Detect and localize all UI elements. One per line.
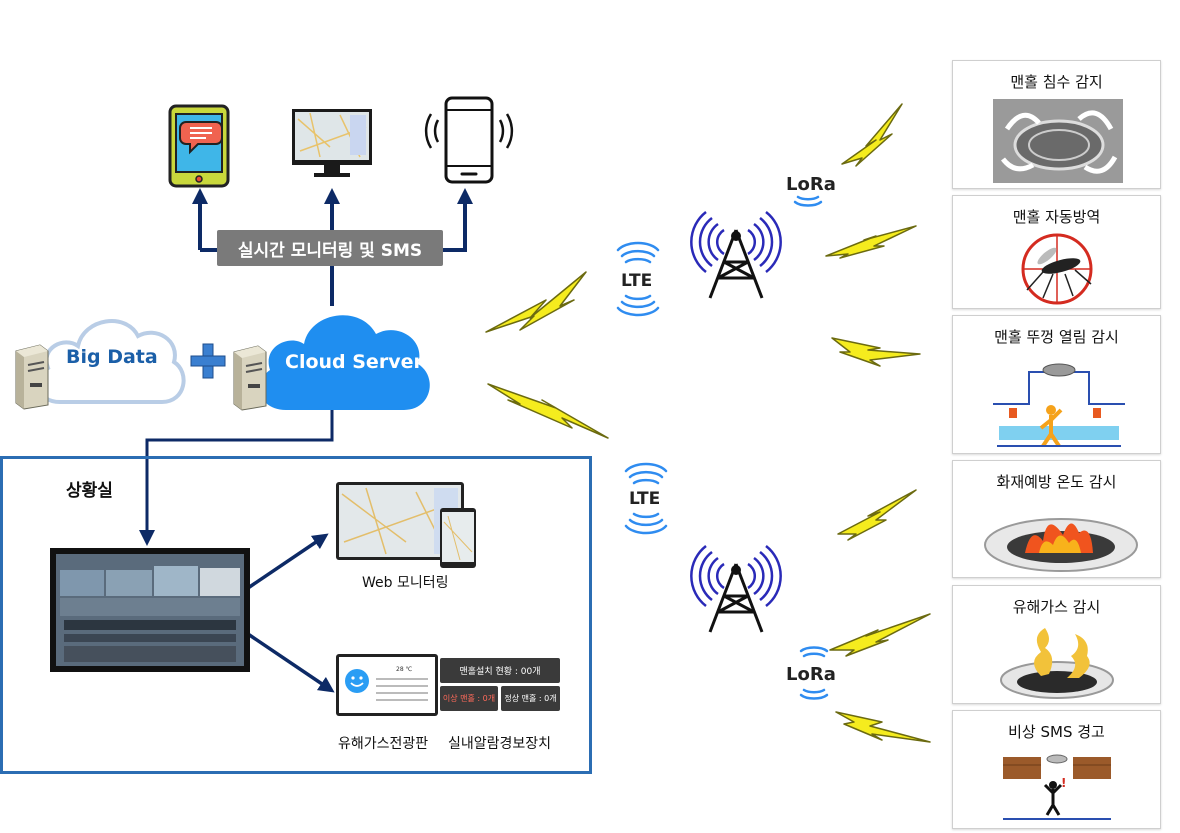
gas-board-label: 유해가스전광판	[338, 736, 429, 752]
lightning-sensor-2	[825, 225, 917, 259]
lora-upper-label: LoRa	[786, 174, 836, 195]
svg-text:!: !	[1061, 776, 1066, 790]
sensor-card-fire: 화재예방 온도 감시	[952, 460, 1161, 578]
tablet-icon	[168, 104, 230, 188]
web-monitoring-devices	[336, 482, 476, 568]
arrow-to-board	[247, 632, 335, 693]
sensor-title-flood: 맨홀 침수 감지	[1010, 73, 1103, 91]
lightning-sensor-1	[841, 103, 903, 167]
sensor-title-disinfection: 맨홀 자동방역	[1012, 208, 1101, 226]
lightning-sensor-6	[835, 711, 931, 743]
arrow-to-tablet	[200, 196, 217, 252]
fire-manhole-icon	[984, 518, 1138, 572]
cloud-server-cloud	[259, 315, 430, 410]
plus-icon	[190, 343, 226, 379]
monitor-icon	[292, 109, 372, 177]
emergency-person-icon: !	[1003, 754, 1111, 820]
sensor-title-lid-open: 맨홀 뚜껑 열림 감시	[994, 328, 1119, 346]
sensor-card-lid-open: 맨홀 뚜껑 열림 감시	[952, 315, 1161, 454]
sensor-card-emergency-sms: 비상 SMS 경고 !	[952, 710, 1161, 829]
tower-lower-icon	[690, 545, 782, 633]
alarm-abnormal: 이상 맨홀 : 0개	[440, 686, 498, 711]
alarm-normal: 정상 맨홀 : 0개	[501, 686, 560, 711]
alarm-install-status: 맨홀설치 현황 : 00개	[440, 658, 560, 683]
web-monitoring-label: Web 모니터링	[362, 575, 449, 591]
arrow-to-web	[247, 533, 329, 590]
mosquito-prohibit-icon	[1021, 233, 1093, 305]
lightning-cloud-lte-upper	[485, 271, 587, 333]
arrow-to-room	[139, 410, 334, 546]
flood-manhole-icon	[993, 99, 1123, 183]
big-data-server-icon	[15, 344, 49, 410]
gas-board-temperature: 28 ℃	[396, 666, 413, 673]
situation-room-panel	[0, 456, 592, 774]
tower-upper-icon	[690, 211, 782, 299]
situation-room-title: 상황실	[66, 481, 113, 501]
arrow-to-phone	[443, 188, 473, 252]
big-data-label: Big Data	[66, 346, 158, 368]
lid-open-icon	[993, 363, 1125, 448]
lte-lower-label: LTE	[629, 489, 661, 509]
sensor-title-gas: 유해가스 감시	[1012, 598, 1101, 616]
lightning-cloud-lte-lower	[487, 383, 609, 439]
gas-manhole-icon	[1000, 628, 1114, 699]
sensor-card-flood: 맨홀 침수 감지	[952, 60, 1161, 189]
sensor-card-disinfection: 맨홀 자동방역	[952, 195, 1161, 309]
sensor-title-fire: 화재예방 온도 감시	[996, 473, 1117, 491]
indoor-alarm-label: 실내알람경보장치	[448, 736, 552, 752]
realtime-monitoring-sms-label: 실시간 모니터링 및 SMS	[217, 230, 443, 266]
lte-upper-label: LTE	[621, 271, 653, 291]
sensor-card-gas: 유해가스 감시	[952, 585, 1161, 704]
lora-lower-label: LoRa	[786, 664, 836, 685]
control-room-video-wall	[50, 548, 250, 672]
smiley-icon	[345, 669, 369, 693]
cloud-server-label: Cloud Server	[285, 351, 423, 373]
lightning-sensor-4	[837, 489, 917, 541]
lightning-sensor-5	[829, 613, 931, 657]
gas-board-screen: 28 ℃	[336, 654, 438, 716]
smartphone-icon	[424, 96, 514, 184]
lightning-sensor-3	[831, 337, 921, 367]
sensor-title-emergency-sms: 비상 SMS 경고	[1008, 723, 1105, 741]
cloud-server-icon	[233, 345, 267, 411]
